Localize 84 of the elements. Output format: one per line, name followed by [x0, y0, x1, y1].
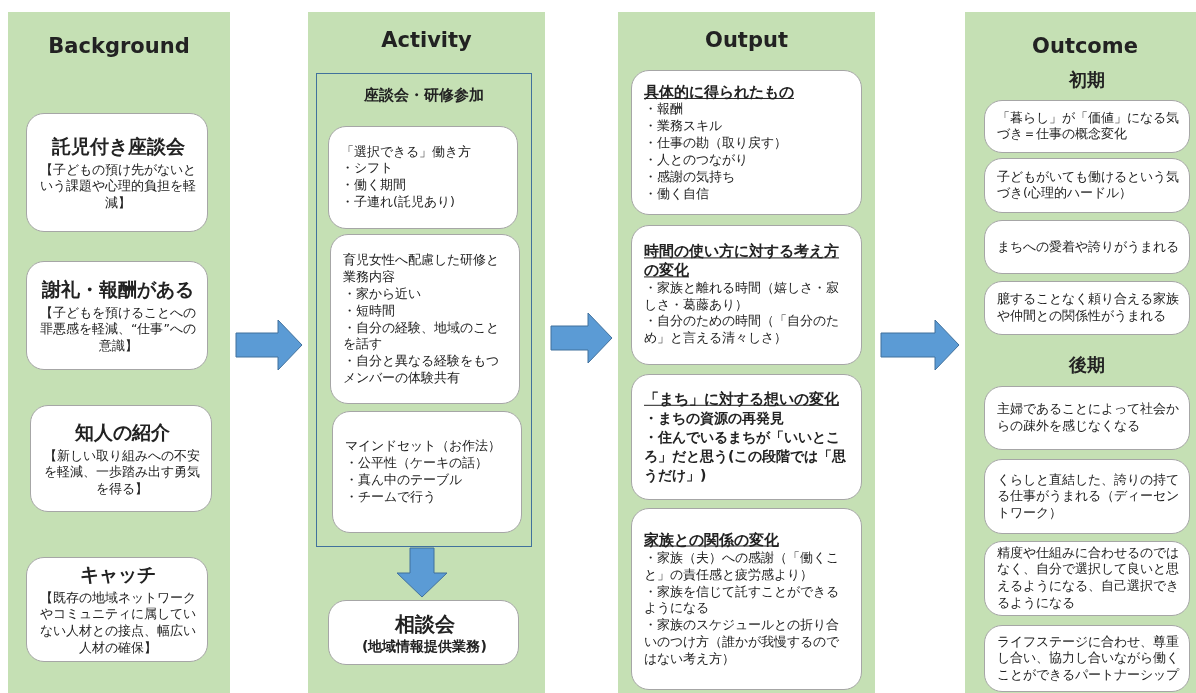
bullet-item: ・自分と異なる経験をもつメンバーの体験共有: [343, 352, 500, 387]
bullet-item: ・仕事の勘（取り戻す）: [644, 135, 788, 152]
column-heading: Output: [704, 28, 789, 52]
rounded-box: [328, 126, 518, 229]
rounded-box: [631, 374, 862, 500]
box-text: まちへの愛着や誇りがうまれる: [997, 238, 1179, 256]
box-text: 主婦であることによって社会からの疎外を感じなくなる: [997, 401, 1179, 435]
box-text: 【子どもを預けることへの罪悪感を軽減、“仕事”への意識】: [39, 304, 197, 355]
bullet-item: ・公平性（ケーキの話）: [345, 455, 489, 472]
column-heading: Outcome: [1031, 34, 1139, 58]
box-heading: 相談会: [393, 610, 456, 637]
rounded-box: [26, 557, 208, 662]
bullet-item: ・家族のスケジュールとの折り合いのつけ方（誰かが我慢するのではない考え方）: [644, 616, 840, 668]
rounded-box: [26, 113, 208, 232]
bullet-item: ・働く自信: [644, 185, 710, 203]
column-panel: [8, 12, 230, 693]
bullet-item: ・真ん中のテーブル: [345, 472, 463, 489]
bullet-item: ・働く期間: [341, 177, 407, 195]
bullet-item: ・家族（夫）への感謝（「働くこと」の責任感と疲労感より）: [644, 549, 840, 584]
box-text: (地域情報提供業務): [361, 637, 488, 655]
rounded-box: [984, 100, 1190, 153]
block-arrow: [880, 319, 960, 371]
bullet-item: ・家から近い: [343, 285, 422, 303]
bullet-item: ・感謝の気持ち: [644, 168, 736, 186]
column-panel: [618, 12, 875, 693]
rounded-box: [984, 459, 1190, 534]
box-text: くらしと直結した、誇りの持てる仕事がうまれる（ディーセントワーク）: [997, 471, 1179, 522]
rounded-box: [984, 386, 1190, 450]
group-heading: 座談会・研修参加: [363, 86, 485, 105]
bullet-item: ・シフト: [341, 160, 394, 178]
rounded-box: [631, 508, 862, 690]
box-heading: 育児女性へ配慮した研修と業務内容: [343, 251, 500, 286]
box-text: ライフステージに合わせ、尊重し合い、協力し合いながら働くことができるパートナーシップ: [997, 633, 1179, 684]
box-text: 【新しい取り組みへの不安を軽減、一歩踏み出す勇気を得る】: [43, 447, 201, 498]
box-heading: 謝礼・報酬がある: [40, 276, 195, 302]
bullet-item: ・人とのつながり: [644, 151, 749, 169]
box-heading: 家族との関係の変化: [644, 530, 780, 550]
bullet-item: ・業務スキル: [644, 118, 723, 136]
rounded-box: [984, 281, 1190, 335]
bullet-item: ・自分のための時間（「自分のため」と言える清々しさ）: [644, 313, 840, 348]
rounded-box: [332, 411, 522, 533]
box-text: 「暮らし」が「価値」になる気づき＝仕事の概念変化: [997, 109, 1179, 144]
bullet-item: ・短時間: [343, 302, 396, 319]
bullet-item: ・チームで行う: [345, 488, 437, 506]
box-text: 子どもがいても働けるという気づき(心理的ハードル）: [997, 168, 1179, 203]
bullet-item: ・自分の経験、地域のことを話す: [343, 319, 500, 353]
box-heading: 託児付き座談会: [50, 133, 186, 159]
rounded-box: [30, 405, 212, 512]
rounded-box: [26, 261, 208, 370]
section-heading: 後期: [1067, 353, 1106, 377]
bullet-item: ・家族を信じて託すことができるようになる: [644, 583, 840, 617]
rounded-box: [631, 225, 862, 365]
column-panel: [965, 12, 1196, 693]
rounded-box: [984, 158, 1190, 213]
block-arrow: [396, 547, 448, 598]
box-text: 【子どもの預け先がないという課題や心理的負担を軽減】: [39, 161, 197, 212]
rounded-box: [984, 541, 1190, 616]
bullet-item: ・子連れ(託児あり): [341, 194, 456, 212]
bullet-item: ・住んでいるまちが「いいところ」だと思う(この段階では「思うだけ」): [644, 427, 848, 485]
box-text: 臆することなく頼り合える家族や仲間との関係性がうまれる: [997, 291, 1179, 325]
group-frame: [316, 73, 532, 547]
box-heading: 時間の使い方に対する考え方の変化: [644, 242, 840, 281]
box-heading: 知人の紹介: [73, 419, 171, 445]
rounded-box: [328, 600, 519, 665]
bullet-item: ・報酬: [644, 101, 684, 119]
rounded-box: [984, 220, 1190, 274]
column-heading: Background: [47, 34, 191, 58]
bullet-item: ・家族と離れる時間（嬉しさ・寂しさ・葛藤あり）: [644, 280, 840, 314]
box-text: 【既存の地域ネットワークやコミュニティに属していない人材との接点、幅広い人材の確保】: [39, 589, 197, 658]
rounded-box: [984, 625, 1190, 692]
bullet-item: ・まちの資源の再発見: [644, 408, 785, 428]
box-heading: 「選択できる」働き方: [341, 143, 472, 161]
block-arrow: [235, 319, 303, 371]
box-heading: 具体的に得られたもの: [644, 82, 795, 102]
column-panel: [308, 12, 545, 693]
box-heading: マインドセット（お作法）: [345, 438, 502, 456]
box-text: 精度や仕組みに合わせるのではなく、自分で選択して良いと思えるようになる、自己選択できるようになる: [997, 544, 1179, 613]
box-heading: 「まち」に対する想いの変化: [644, 389, 840, 409]
section-heading: 初期: [1068, 68, 1106, 92]
rounded-box: [631, 70, 862, 215]
box-heading: キャッチ: [79, 561, 157, 587]
column-heading: Activity: [380, 28, 473, 52]
rounded-box: [330, 234, 520, 404]
block-arrow: [550, 312, 613, 364]
